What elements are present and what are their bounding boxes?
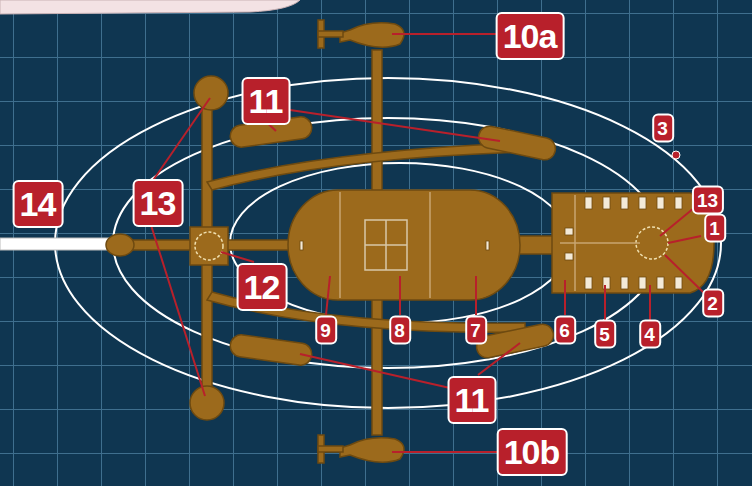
callout-number: 4 xyxy=(639,320,661,349)
callout-number: 12 xyxy=(237,263,288,311)
callout-number: 13 xyxy=(133,179,184,227)
callout-number: 13 xyxy=(692,186,724,215)
leader-lines xyxy=(145,34,704,452)
callout-number: 11 xyxy=(242,77,291,125)
callout-number: 3 xyxy=(652,114,674,143)
orbit-rings xyxy=(55,78,721,408)
callout-number: 11 xyxy=(448,376,497,424)
boom xyxy=(0,238,110,250)
hull-fragment xyxy=(0,0,300,14)
callout-number: 8 xyxy=(389,316,411,345)
callout-number: 7 xyxy=(465,316,487,345)
callout-number: 1 xyxy=(704,214,726,243)
callout-number: 5 xyxy=(594,320,616,349)
callout-number: 6 xyxy=(554,316,576,345)
ship-structure xyxy=(106,20,714,463)
callout-number: 10a xyxy=(496,12,565,60)
callout-number: 2 xyxy=(702,289,724,318)
callout-number: 9 xyxy=(315,316,337,345)
callout-number: 14 xyxy=(13,180,64,228)
marker-dot xyxy=(672,151,680,159)
cabin-windows xyxy=(300,197,682,289)
callout-number: 10b xyxy=(497,428,568,476)
